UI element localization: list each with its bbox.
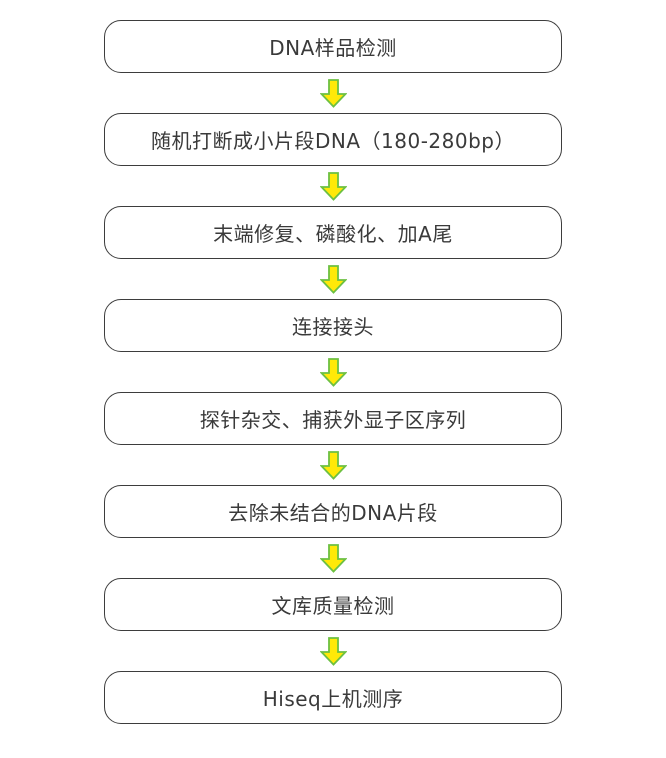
down-arrow-icon [319,171,347,201]
flow-step-label: Hiseq上机测序 [262,687,404,711]
flowchart: DNA样品检测 随机打断成小片段DNA（180-280bp） 末端修复、磷酸化、… [104,20,562,724]
flow-step-remove-unbound-dna: 去除未结合的DNA片段 [104,485,562,538]
flow-connector [319,259,347,299]
flow-step-probe-hybridization-exon-capture: 探针杂交、捕获外显子区序列 [104,392,562,445]
down-arrow-icon [319,450,347,480]
flow-connector [319,73,347,113]
flow-connector [319,166,347,206]
flow-step-label: 连接接头 [292,315,374,339]
flow-step-dna-sample-qc: DNA样品检测 [104,20,562,73]
flow-connector [319,631,347,671]
flow-step-label: DNA样品检测 [269,36,397,60]
down-arrow-icon [319,543,347,573]
down-arrow-icon [319,78,347,108]
flow-step-label: 去除未结合的DNA片段 [228,501,438,525]
flow-step-hiseq-sequencing: Hiseq上机测序 [104,671,562,724]
flow-step-library-qc: 文库质量检测 [104,578,562,631]
flow-connector [319,352,347,392]
flow-connector [319,445,347,485]
down-arrow-icon [319,264,347,294]
flow-connector [319,538,347,578]
flow-step-label: 随机打断成小片段DNA（180-280bp） [151,129,515,153]
flow-step-label: 末端修复、磷酸化、加A尾 [213,222,453,246]
down-arrow-icon [319,357,347,387]
down-arrow-icon [319,636,347,666]
flow-step-label: 文库质量检测 [271,594,395,618]
flow-step-adapter-ligation: 连接接头 [104,299,562,352]
flow-step-end-repair-phosphorylation-a-tailing: 末端修复、磷酸化、加A尾 [104,206,562,259]
flow-step-random-fragmentation: 随机打断成小片段DNA（180-280bp） [104,113,562,166]
flow-step-label: 探针杂交、捕获外显子区序列 [199,408,467,432]
